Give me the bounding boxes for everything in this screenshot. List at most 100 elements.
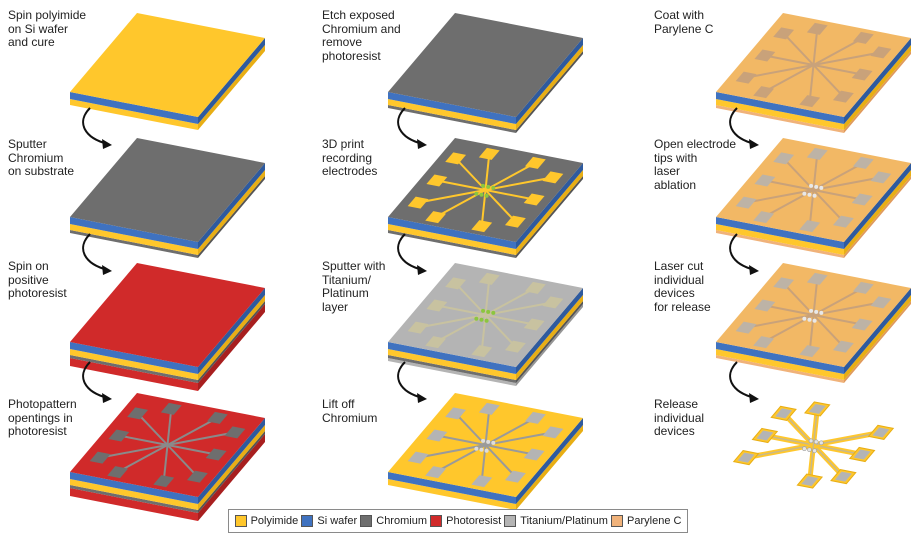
electrode-tip: [809, 308, 814, 313]
polyimide-layer-front-face: [70, 99, 198, 130]
step-9-label: Coat with Parylene C: [654, 8, 714, 36]
opening-pad: [205, 448, 227, 461]
electrode-pad: [799, 95, 821, 108]
electrode-pad: [425, 336, 447, 349]
polyimide-layer-side-face: [198, 425, 265, 510]
electrode-tip: [481, 308, 486, 313]
electrode-tip: [474, 191, 479, 196]
electrode-pad: [504, 340, 526, 353]
electrode-pad: [524, 411, 546, 424]
electrode-pad: [832, 340, 854, 353]
step-10-slab: [716, 138, 911, 258]
electrode-tip: [481, 183, 486, 188]
process-arrow: [729, 361, 759, 403]
chromium-layer-side-face: [516, 301, 583, 383]
electrode-pad: [753, 86, 775, 99]
chromium-layer-front-face: [388, 355, 516, 383]
electrode-trace: [436, 304, 486, 316]
opening-trace: [136, 412, 169, 446]
electrode-trace: [813, 189, 863, 201]
released-pad: [737, 452, 755, 463]
electrode-trace: [763, 64, 814, 93]
electrode-pad: [806, 147, 828, 160]
electrode-trace: [485, 301, 554, 316]
si-wafer-layer-side-face: [198, 38, 265, 124]
process-arrow: [397, 233, 427, 275]
electrode-trace: [485, 417, 536, 446]
electrode-pad: [851, 193, 873, 206]
electrode-trace: [485, 287, 536, 316]
legend-swatch: [234, 515, 247, 527]
parylene-layer-front-face: [716, 230, 844, 258]
electrode-tip: [809, 183, 814, 188]
opening-trace: [167, 431, 236, 446]
polyimide-layer-front-face: [388, 349, 516, 380]
photoresist-layer-front-face: [70, 358, 198, 391]
electrode-pad: [471, 220, 493, 233]
titanium-platinum-layer-front-face: [388, 358, 516, 386]
electrode-pad: [799, 220, 821, 233]
photoresist-layer-side-face: [198, 434, 265, 521]
photoresist-layer-front-face: [70, 488, 198, 521]
legend-item-chromium: Chromium: [360, 515, 427, 527]
chromium-top-face: [388, 13, 583, 117]
electrode-tip: [484, 448, 489, 453]
electrode-trace: [813, 162, 864, 191]
electrode-trace: [454, 412, 487, 446]
step-9-slab: [716, 13, 911, 133]
electrode-pad: [851, 318, 873, 331]
electrode-pad: [735, 321, 757, 334]
process-arrow: [82, 233, 112, 275]
electrode-trace: [813, 314, 863, 326]
electrode-trace: [417, 189, 486, 204]
photoresist-top-face: [70, 263, 265, 367]
electrode-tip: [491, 310, 496, 315]
si-wafer-layer-front-face: [70, 217, 198, 249]
chromium-top-face: [70, 138, 265, 242]
electrode-pad: [806, 22, 828, 35]
electrode-trace: [485, 189, 535, 201]
legend-swatch: [611, 515, 624, 527]
opening-pad: [107, 466, 129, 479]
titanium-platinum-layer-side-face: [516, 304, 583, 386]
electrode-pad: [426, 429, 448, 442]
process-arrow: [397, 361, 427, 403]
electrode-tip: [479, 447, 484, 452]
legend-label: Si wafer: [317, 515, 358, 527]
electrode-pad: [425, 211, 447, 224]
electrode-trace: [812, 64, 845, 98]
electrode-tip: [491, 185, 496, 190]
electrode-pad: [735, 71, 757, 84]
electrode-pad: [832, 215, 854, 228]
electrode-pad: [407, 196, 429, 209]
opening-trace: [117, 444, 168, 473]
opening-trace: [166, 444, 199, 478]
electrode-tip: [491, 440, 496, 445]
electrode-pad: [870, 296, 892, 309]
electrode-pad: [852, 281, 874, 294]
electrode-pad: [478, 402, 500, 415]
electrode-trace: [812, 278, 819, 316]
electrode-trace: [484, 314, 517, 348]
step-12-released-devices: [732, 401, 895, 489]
polyimide-layer-side-face: [516, 295, 583, 380]
process-arrow: [729, 107, 759, 149]
step-1-slab: [70, 13, 265, 130]
electrode-trace: [484, 153, 491, 191]
step-8-label: Lift off Chromium: [322, 397, 378, 425]
electrode-pad: [504, 215, 526, 228]
step-12-label: Release individual devices: [654, 397, 705, 438]
electrode-pad: [542, 296, 564, 309]
legend-swatch: [430, 515, 443, 527]
electrode-pad: [407, 321, 429, 334]
electrode-pad: [524, 281, 546, 294]
chromium-layer-side-face: [198, 431, 265, 513]
electrode-trace: [485, 431, 554, 446]
si-wafer-layer-side-face: [516, 418, 583, 504]
polyimide-layer-front-face: [70, 224, 198, 255]
si-wafer-layer-front-face: [70, 92, 198, 124]
electrode-trace: [745, 189, 814, 204]
electrode-tip: [807, 317, 812, 322]
legend-label: Titanium/Platinum: [520, 515, 608, 527]
released-pad: [775, 408, 793, 419]
